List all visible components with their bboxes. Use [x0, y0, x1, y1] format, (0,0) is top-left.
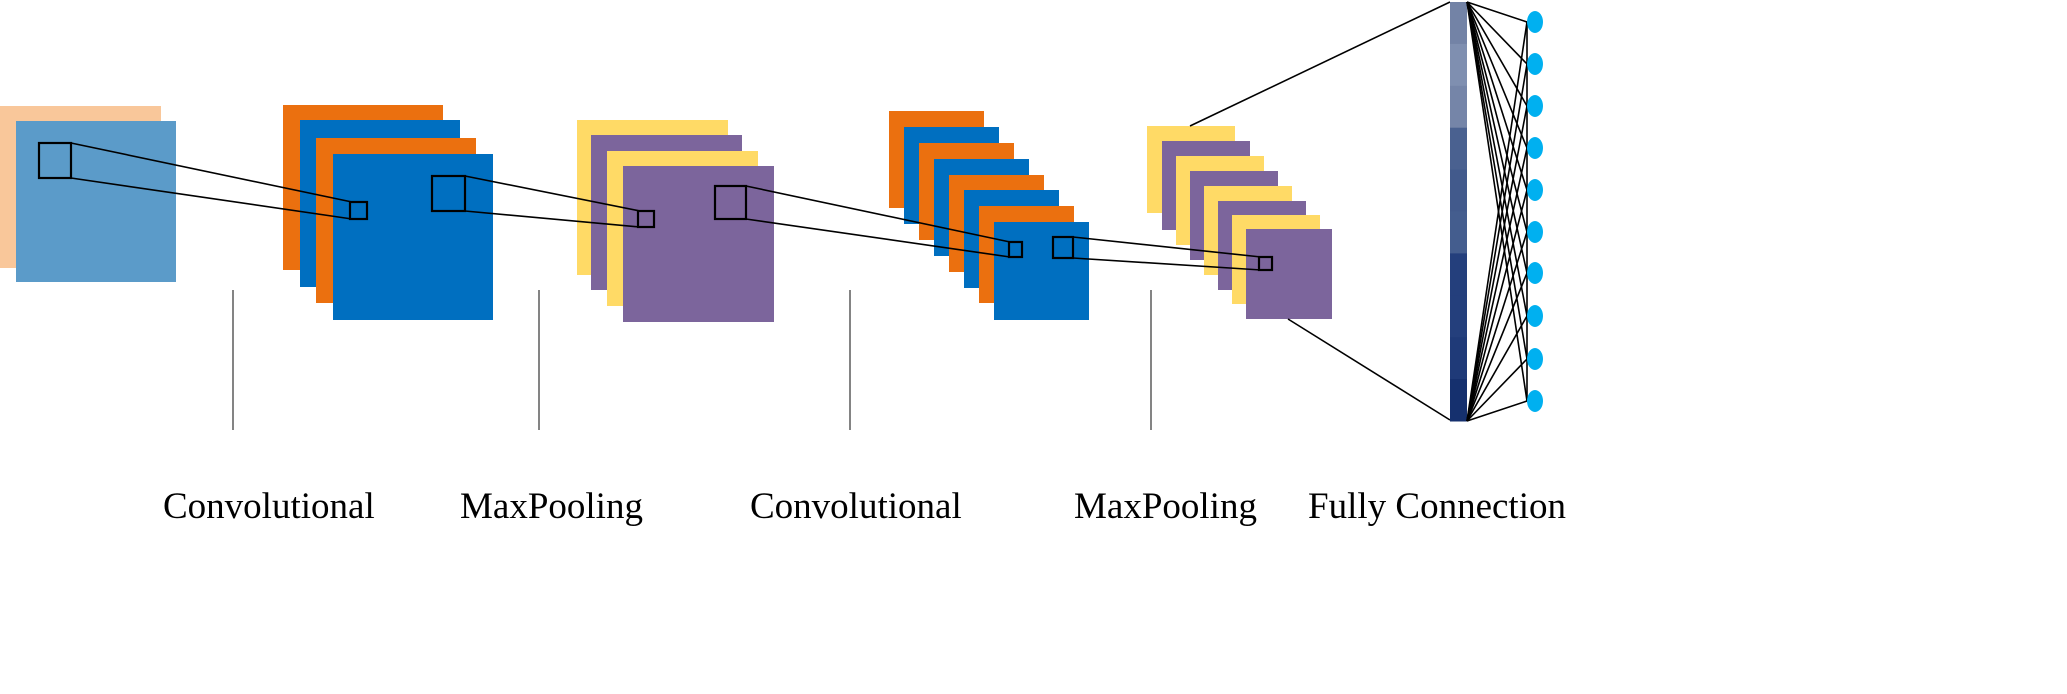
input-kernel-window [37, 141, 73, 180]
fc-edge [1466, 400, 1528, 422]
conv1-output-cell [348, 200, 369, 221]
input-layer [0, 106, 176, 282]
fc-edge [1466, 1, 1528, 65]
receptive-field-lines [70, 1, 1451, 421]
pool1-map [623, 166, 774, 322]
fc-edge [1466, 1, 1528, 360]
output-node [1527, 221, 1543, 243]
output-nodes [1527, 11, 1543, 412]
label-maxpooling-2: MaxPooling [1074, 486, 1257, 527]
output-node [1527, 262, 1543, 284]
fc-edge [1466, 1, 1528, 274]
output-node [1527, 53, 1543, 75]
flatten-segment [1450, 127, 1467, 171]
pool1-feature-maps [577, 120, 774, 322]
output-node [1527, 305, 1543, 327]
flatten-segment [1450, 85, 1467, 129]
label-convolutional-1: Convolutional [163, 486, 375, 527]
stage-separators [232, 290, 1152, 430]
fc-edge [1466, 1, 1528, 107]
flatten-segment [1450, 169, 1467, 212]
flatten-segment [1450, 43, 1467, 87]
flatten-segment [1450, 2, 1467, 45]
fc-edge [1466, 358, 1528, 422]
pool2-feature-maps [1147, 126, 1332, 319]
conv1-map [333, 154, 493, 320]
fc-edge [1466, 1, 1528, 402]
label-fully-connection: Fully Connection [1308, 486, 1566, 527]
conv1-pool-window [430, 174, 467, 213]
fc-edge [1466, 1, 1528, 233]
fc-edge [1466, 1, 1528, 191]
fc-edge [1466, 1, 1528, 23]
flatten-segment [1450, 379, 1467, 422]
flatten-segment [1450, 253, 1467, 296]
output-node [1527, 95, 1543, 117]
output-node [1527, 348, 1543, 370]
flatten-vector [1450, 2, 1467, 422]
flatten-segment [1450, 337, 1467, 380]
output-node [1527, 11, 1543, 33]
fc-edge [1466, 147, 1528, 422]
conv1-feature-maps [283, 105, 493, 320]
pool1-kernel-window [713, 184, 748, 221]
flatten-segment [1450, 211, 1467, 254]
label-convolutional-2: Convolutional [750, 486, 962, 527]
conv2-pool-window [1051, 235, 1075, 260]
label-maxpooling-1: MaxPooling [460, 486, 643, 527]
fc-edge [1466, 1, 1528, 149]
pool1-output-cell [636, 209, 656, 229]
fc-edge [1466, 1, 1528, 317]
output-node [1527, 137, 1543, 159]
output-node [1527, 390, 1543, 412]
fc-edge [1466, 105, 1528, 422]
conv2-output-cell [1007, 240, 1024, 259]
conv2-feature-maps [889, 111, 1089, 320]
output-node [1527, 179, 1543, 201]
pool2-output-cell [1257, 255, 1274, 272]
pool2-map [1246, 229, 1332, 319]
fc-edge [1466, 272, 1528, 422]
flatten-segment [1450, 295, 1467, 338]
fc-connections [1466, 1, 1528, 422]
